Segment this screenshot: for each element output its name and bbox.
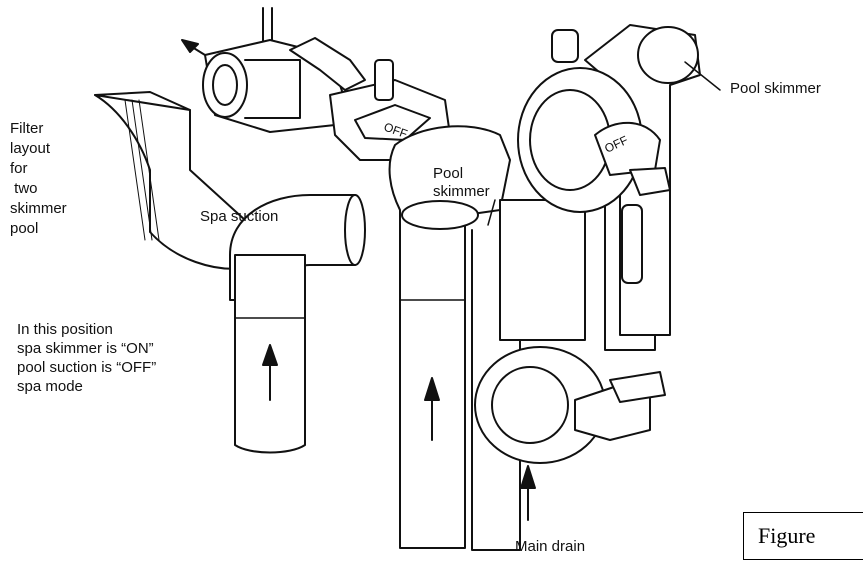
label-spa-suction: Spa suction — [200, 208, 279, 225]
valve-lever-right — [621, 204, 643, 284]
arrowhead — [424, 377, 440, 401]
label-pool-skimmer-right: Pool skimmer — [730, 80, 821, 97]
valve-knob-top — [374, 59, 394, 101]
label-pool-skimmer-middle: skimmer — [433, 183, 490, 200]
label-pool-skimmer-middle: Pool — [433, 165, 464, 182]
label-filter-layout-line: skimmer — [10, 200, 67, 217]
pipe-hatch — [131, 99, 153, 241]
pipe-line — [94, 91, 191, 111]
label-filter-layout-line: Filter — [10, 120, 44, 137]
label-filter-layout-line: two — [10, 180, 38, 197]
pipe-end — [344, 194, 366, 266]
label-main-drain: Main drain — [515, 538, 586, 555]
valve-handle-tab — [609, 371, 666, 403]
figure-caption: Figure — [758, 523, 816, 548]
valve-handle-right — [629, 167, 671, 196]
label-position-note-line: In this position — [17, 321, 113, 338]
arrowhead — [520, 465, 536, 489]
arrowhead — [181, 39, 199, 53]
valve-handle-top — [289, 37, 366, 91]
valve-union-inner — [212, 64, 238, 106]
pipe-end — [401, 200, 479, 230]
label-position-note-line: spa skimmer is “ON” — [17, 340, 154, 357]
valve-knob-right — [551, 29, 579, 63]
valve-off-plate-right — [594, 121, 661, 176]
arrowhead — [262, 344, 278, 366]
pipe-hatch — [124, 99, 146, 241]
valve-body-inner — [491, 366, 569, 444]
leader-line — [487, 199, 496, 226]
figure-caption-box: Figure — [743, 512, 863, 560]
pipe-end-top-right — [637, 26, 699, 84]
label-position-note-line: pool suction is “OFF” — [17, 359, 157, 376]
valve-collar — [244, 59, 301, 119]
label-filter-layout-line: pool — [10, 220, 39, 237]
leader-line — [684, 61, 721, 91]
pipe-hatch — [138, 99, 160, 241]
pipe-middle-column — [499, 199, 586, 341]
label-position-note-line: spa mode — [17, 378, 83, 395]
label-filter-layout-line: for — [10, 160, 28, 177]
pipe-elbow-left — [94, 94, 246, 270]
valve-off-plate-top — [354, 104, 431, 141]
label-filter-layout-line: layout — [10, 140, 51, 157]
